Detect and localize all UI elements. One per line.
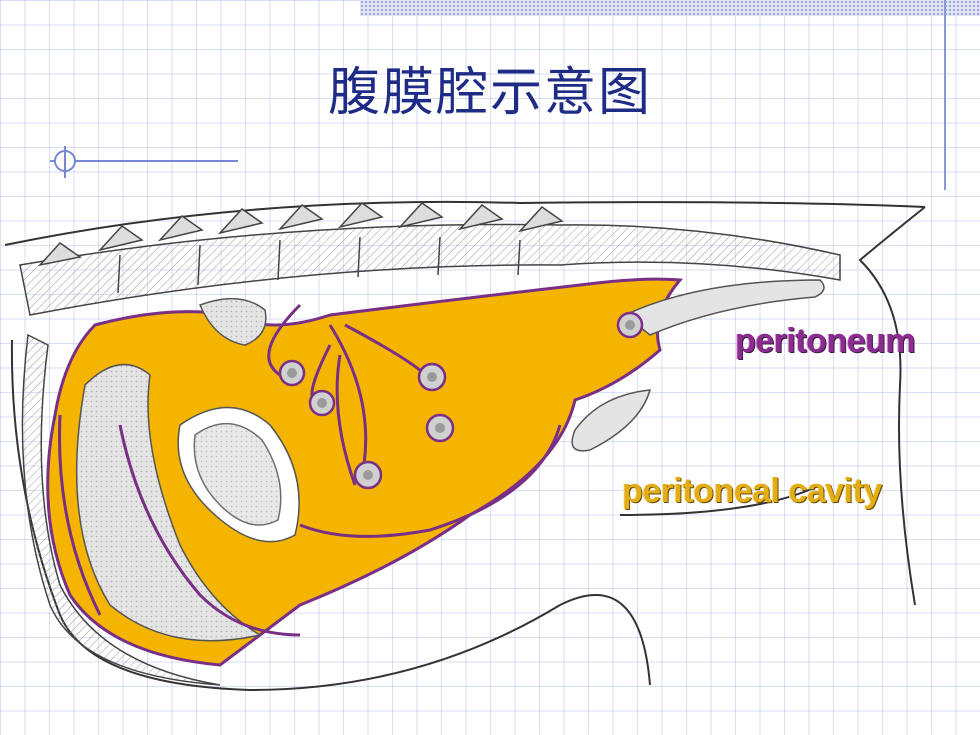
page-title: 腹膜腔示意图 (327, 63, 652, 123)
peritoneal-cavity-diagram (4, 200, 926, 692)
bladder-organ (571, 389, 652, 452)
right-rule-line (944, 0, 946, 190)
rectum-organ (623, 279, 825, 336)
spine-vertebrae (19, 202, 841, 316)
kidney-organ (199, 297, 267, 346)
label-peritoneal-cavity: peritoneal cavity (622, 472, 882, 510)
header-band (360, 0, 980, 16)
title-underline (50, 160, 238, 162)
crosshair-ornament-icon (54, 146, 76, 178)
body-outline (4, 200, 926, 692)
abdominal-wall (21, 333, 221, 686)
organs (75, 279, 825, 642)
label-peritoneum: peritoneum (735, 322, 916, 360)
